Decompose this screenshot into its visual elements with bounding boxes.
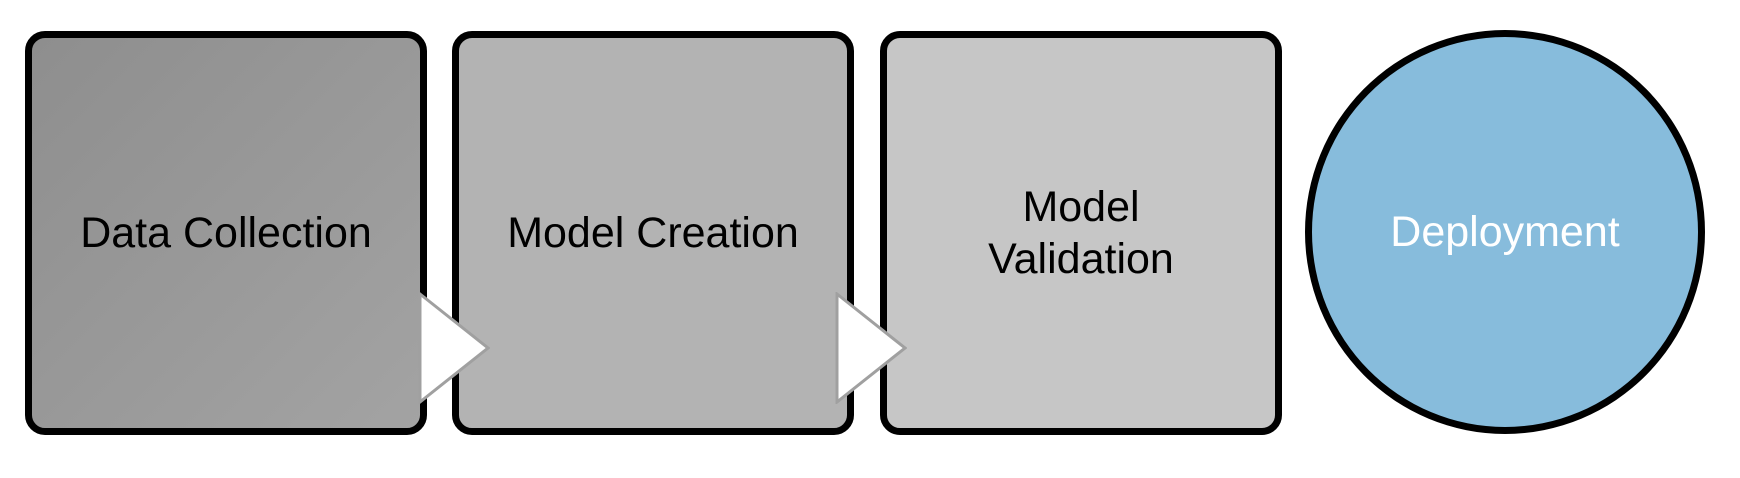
- step-label: Model Validation: [988, 182, 1174, 283]
- step-label: Data Collection: [80, 208, 372, 257]
- deployment-label: Deployment: [1390, 207, 1620, 256]
- step-label: Model Creation: [507, 208, 799, 257]
- step-deployment: Deployment: [1305, 30, 1705, 434]
- arrow-right-icon: [835, 292, 907, 404]
- step-model-creation: Model Creation: [452, 31, 854, 435]
- step-model-validation: Model Validation: [880, 31, 1282, 435]
- arrow-right-icon: [418, 292, 490, 404]
- step-data-collection: Data Collection: [25, 31, 427, 435]
